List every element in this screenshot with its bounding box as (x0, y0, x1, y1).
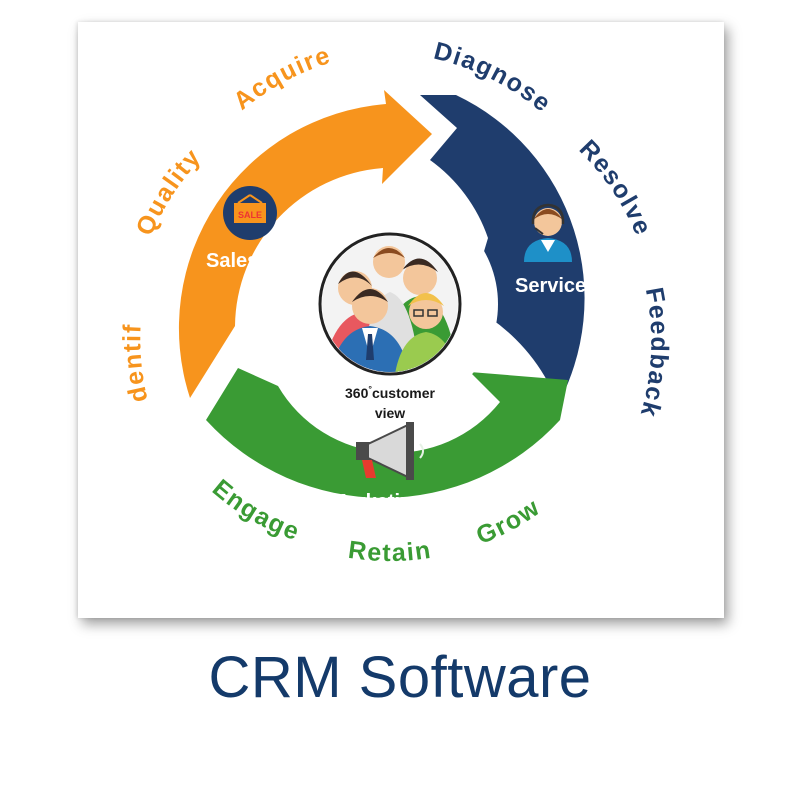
ring-word-quality: Quality (131, 143, 207, 240)
service-label: Service (515, 275, 586, 297)
center-label: 360°customer (345, 384, 436, 401)
service-segment[interactable] (420, 95, 585, 408)
page-title: CRM Software (208, 645, 592, 710)
sales-label: Sales (206, 250, 258, 272)
marketing-segment[interactable] (206, 368, 568, 498)
center-label-360: 360 (345, 385, 369, 401)
center-label-customer: customer (372, 385, 436, 401)
ring-word-engage: Engage (207, 474, 304, 547)
marketing-label: Marketing (330, 491, 424, 513)
sale-tag-icon: SALE (223, 186, 277, 240)
ring-word-feedback: Feedback (635, 285, 674, 421)
center-label-degree: ° (368, 384, 372, 394)
ring-word-grow: Grow (472, 493, 545, 550)
ring-word-identify: Identify (0, 0, 154, 405)
ring-word-resolve: Resolve (574, 134, 658, 239)
center-label-view: view (375, 405, 405, 421)
sales-segment[interactable] (178, 90, 432, 398)
support-agent-icon (524, 203, 572, 262)
crm-cycle-diagram: 360°customer view SALE Sales Service Mar… (0, 0, 674, 567)
megaphone-icon (356, 422, 424, 480)
ring-word-retain: Retain (347, 536, 434, 567)
sale-icon-text: SALE (238, 210, 262, 220)
ring-word-acquire: Acquire (228, 41, 334, 115)
